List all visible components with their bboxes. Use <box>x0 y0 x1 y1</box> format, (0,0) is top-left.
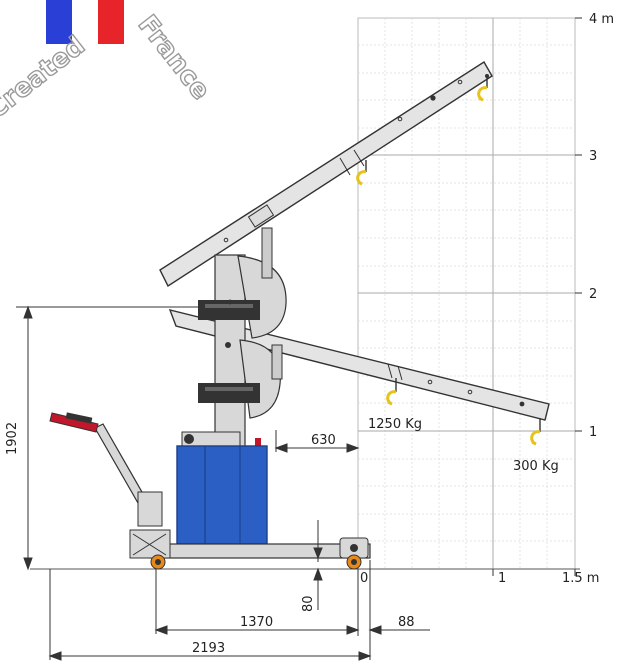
flag-red <box>98 0 124 44</box>
load-label-inner: 1250 Kg <box>368 417 422 432</box>
y-label-1: 1 <box>589 425 597 440</box>
watermark-text-left: Created <box>0 30 91 125</box>
x-label-1: 1 <box>498 571 506 586</box>
load-label-outer: 300 Kg <box>513 459 559 474</box>
watermark-text-right: France <box>132 10 216 106</box>
dimension-lines <box>16 305 430 661</box>
reach-grid: 4 m 3 2 1 0 1 1.5 m <box>357 12 614 586</box>
dim-reach-offset: 630 <box>311 433 336 448</box>
body-housing <box>176 431 268 545</box>
tow-handle <box>49 412 163 527</box>
hook-lower-tip <box>530 418 541 446</box>
dim-base-length: 1370 <box>240 615 273 630</box>
y-label-2: 2 <box>589 287 597 302</box>
flag-white <box>72 0 98 44</box>
front-wheel <box>346 554 362 570</box>
dim-ground-clearance: 80 <box>301 595 316 612</box>
upper-boom <box>159 61 493 288</box>
mast <box>198 227 287 451</box>
y-label-4: 4 m <box>589 12 614 27</box>
y-label-3: 3 <box>589 149 597 164</box>
x-label-1-5: 1.5 m <box>562 571 599 586</box>
rear-wheel <box>150 554 166 570</box>
hook-lower-mid <box>386 378 397 406</box>
watermark: Created France <box>0 0 216 126</box>
dim-front-offset: 88 <box>398 615 415 630</box>
hook-upper-mid <box>356 160 367 186</box>
dim-height-total: 1902 <box>5 422 20 455</box>
x-label-0: 0 <box>360 571 368 586</box>
hook-upper-tip <box>477 74 489 102</box>
dim-overall-length: 2193 <box>192 641 225 656</box>
lower-boom <box>168 309 550 421</box>
flag-blue <box>46 0 72 44</box>
